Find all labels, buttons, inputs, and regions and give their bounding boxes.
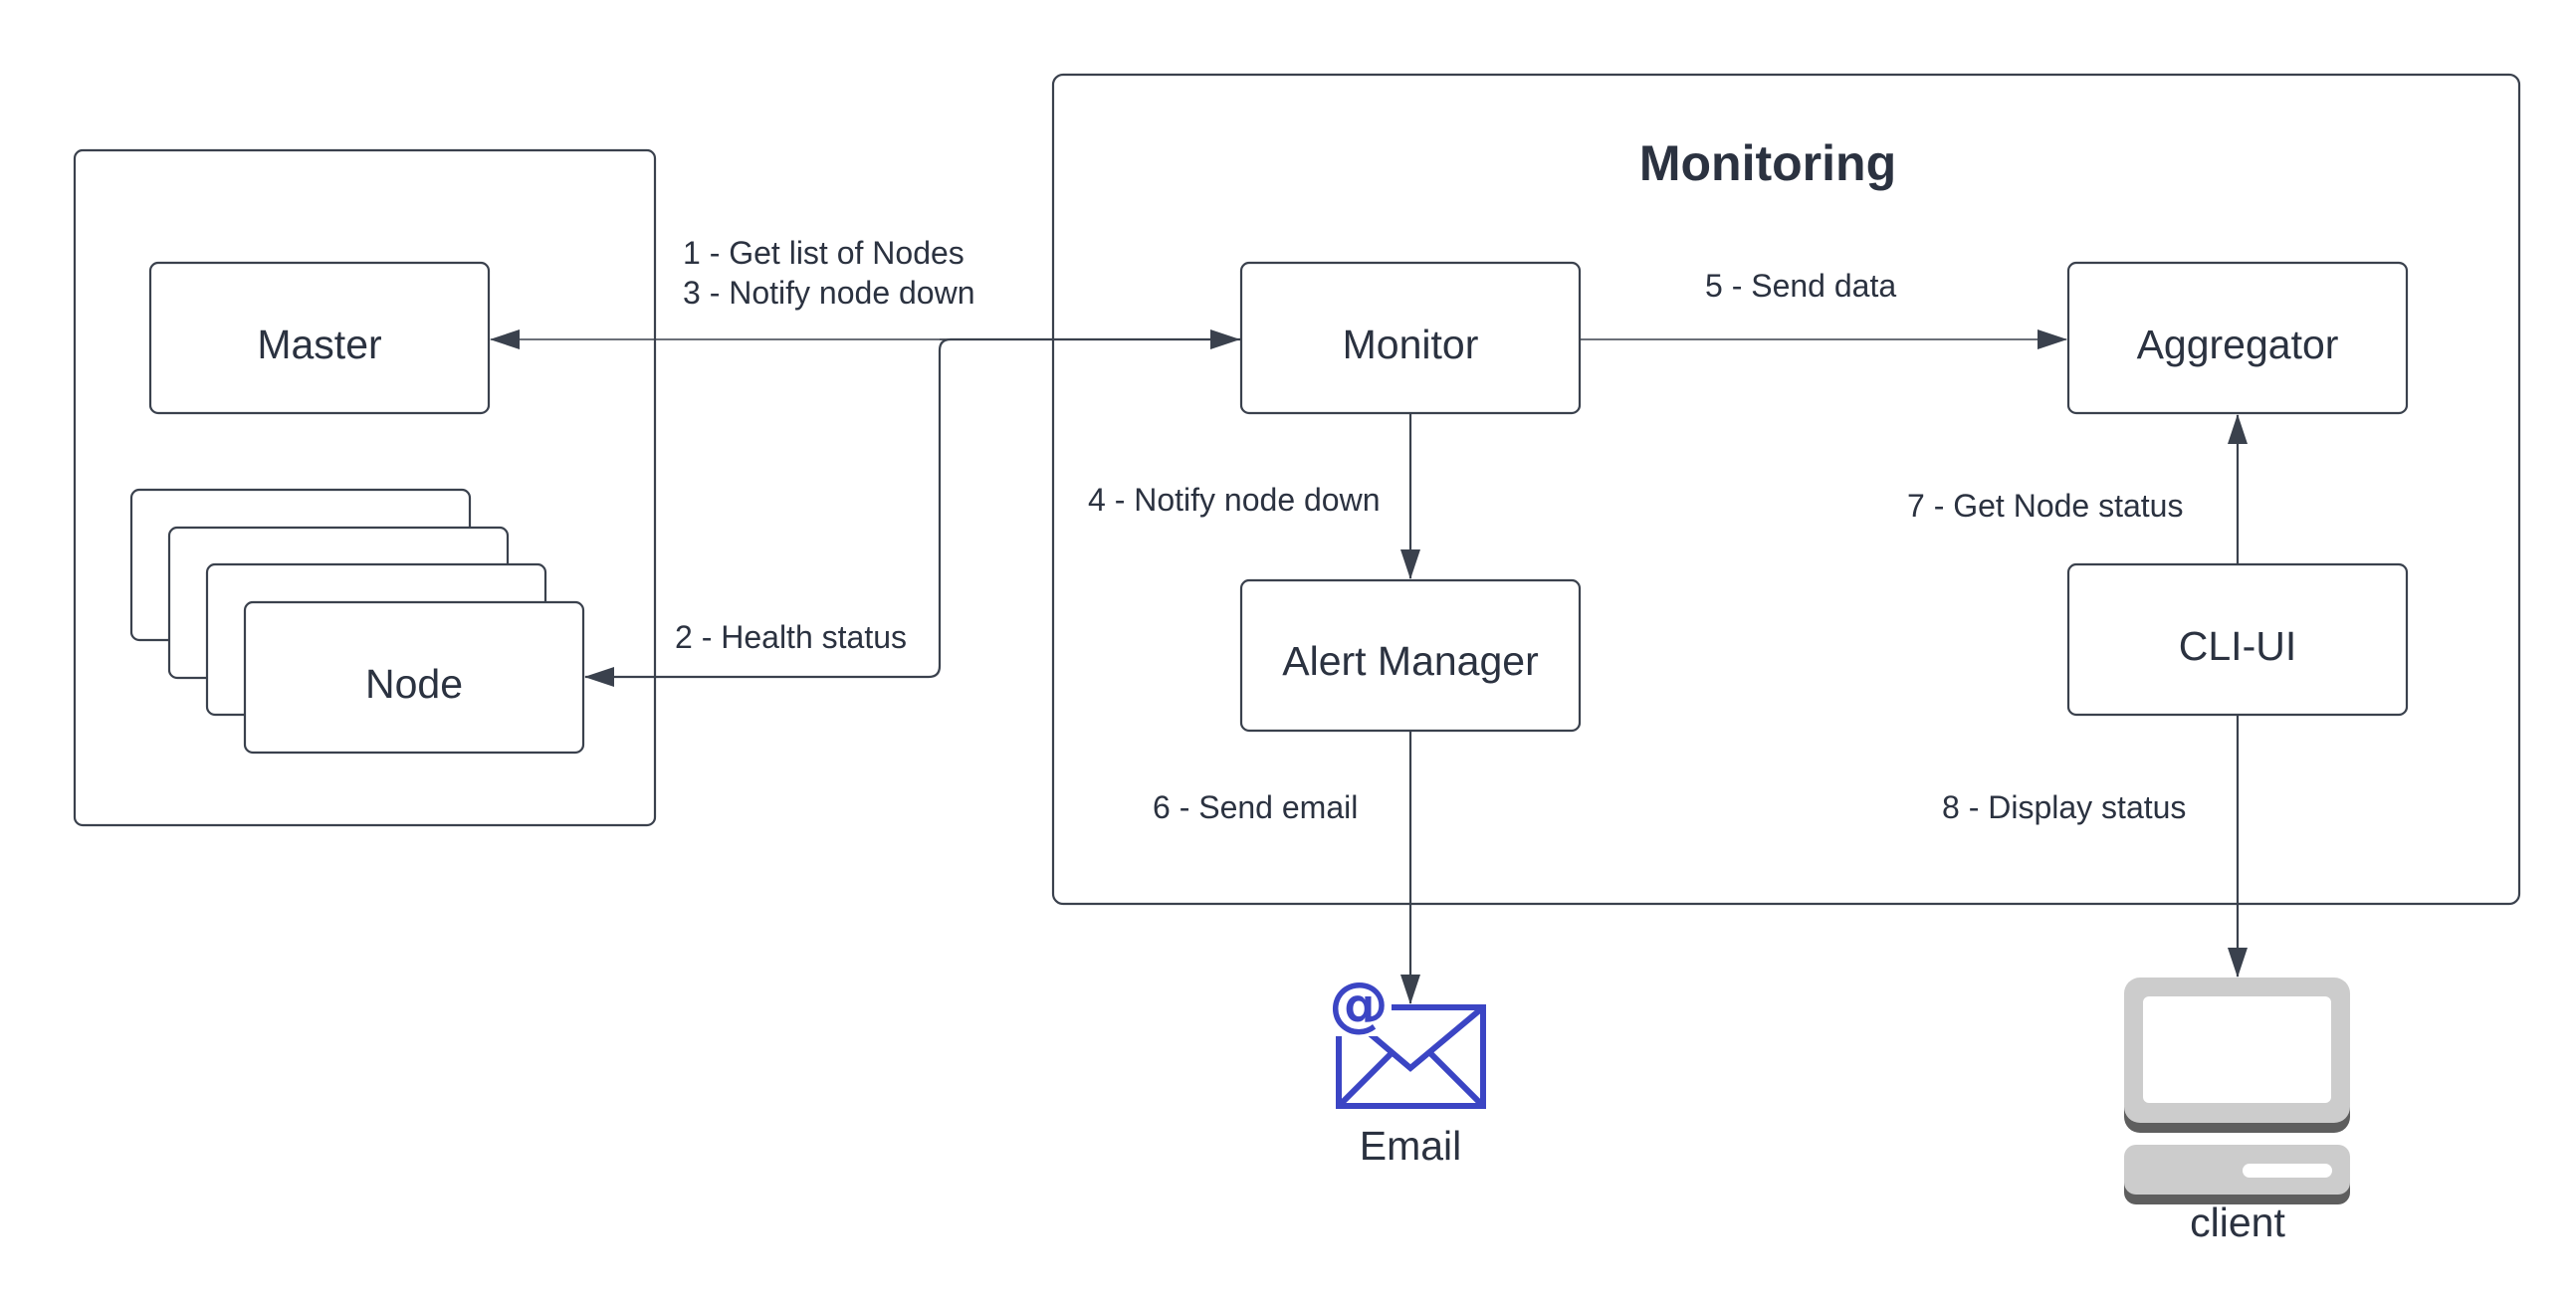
- client-label: client: [2190, 1199, 2285, 1245]
- master-box[interactable]: Master: [148, 261, 491, 415]
- node-stack[interactable]: Node: [129, 488, 585, 755]
- edge-label-send-email: 6 - Send email: [1153, 789, 1358, 825]
- edge-label-notify-master: 3 - Notify node down: [683, 275, 975, 311]
- svg-text:@: @: [1329, 970, 1389, 1039]
- computer-terminal-icon: [2124, 978, 2350, 1204]
- monitor-box[interactable]: Monitor: [1239, 261, 1582, 415]
- edge-label-health: 2 - Health status: [675, 619, 907, 655]
- alert-manager-box[interactable]: Alert Manager: [1239, 578, 1582, 733]
- node-box: [243, 600, 585, 755]
- monitor-label: Monitor: [1343, 322, 1479, 367]
- cluster-frame: [73, 148, 657, 827]
- aggregator-box[interactable]: Aggregator: [2066, 261, 2409, 415]
- edge-monitor-to-node: [584, 337, 1241, 687]
- master-label: Master: [257, 322, 381, 367]
- monitoring-title: Monitoring: [1639, 135, 1896, 191]
- email-label: Email: [1360, 1123, 1462, 1169]
- monitoring-frame: [1051, 73, 2521, 906]
- edge-label-get-status: 7 - Get Node status: [1907, 488, 2183, 524]
- edge-label-send-data: 5 - Send data: [1705, 268, 1896, 304]
- edge-label-get-nodes: 1 - Get list of Nodes: [683, 235, 965, 271]
- cli-ui-label: CLI-UI: [2179, 623, 2296, 669]
- email-envelope-icon: @: [1326, 970, 1486, 1109]
- edge-label-display: 8 - Display status: [1942, 789, 2186, 825]
- edge-label-notify-alert: 4 - Notify node down: [1088, 482, 1381, 518]
- node-label: Node: [365, 661, 463, 707]
- aggregator-label: Aggregator: [2137, 322, 2339, 367]
- alert-manager-label: Alert Manager: [1282, 638, 1539, 684]
- cli-ui-box[interactable]: CLI-UI: [2066, 562, 2409, 717]
